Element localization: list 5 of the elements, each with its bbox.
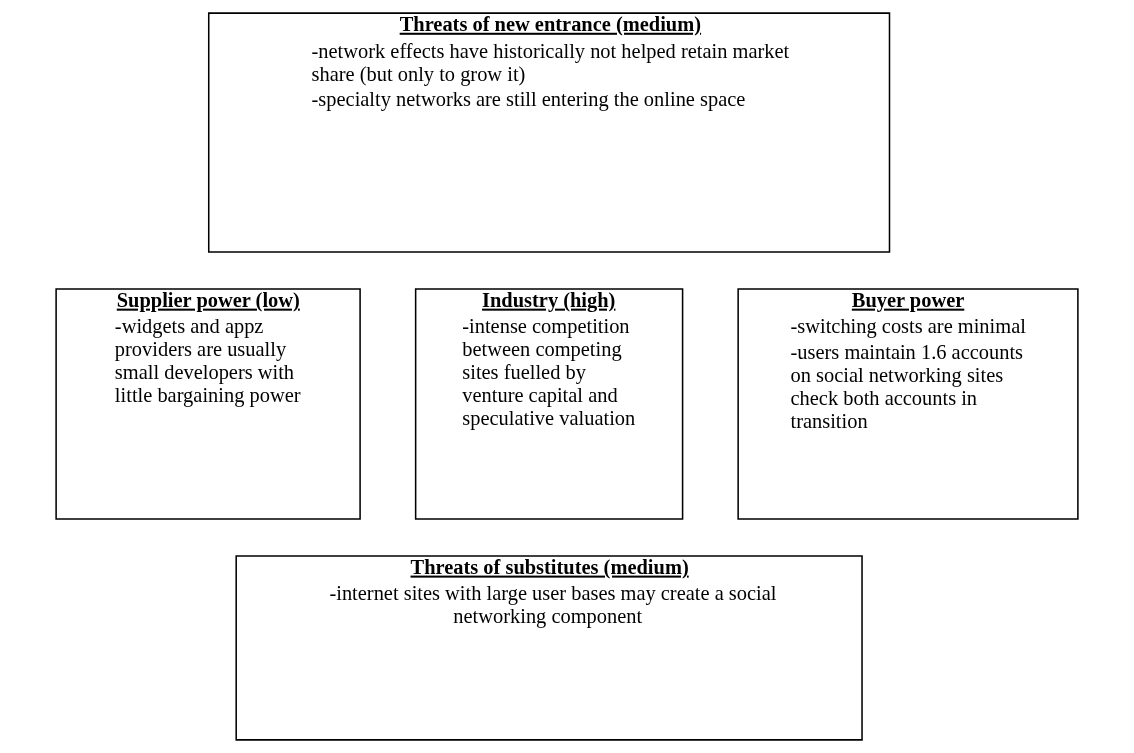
node-box: Buyer power -switching costs are minimal -users maintain 1.6 accounts on social networking sites check both accounts in transition [737, 288, 1079, 520]
node-box: Threats of new entrance (medium) -network effects have historically not helped retain market share (but only to grow it) -specialty networks are still entering the online space [207, 12, 891, 253]
node-box: Industry (high) -intense competition between competing sites fuelled by venture capital and speculative valuation [414, 288, 684, 520]
node-box: Threats of substitutes (medium) -internet sites with large user bases may create a social networking component [235, 555, 863, 741]
node-box: Supplier power (low) -widgets and appz providers are usually small developers with little bargaining power [55, 288, 361, 520]
